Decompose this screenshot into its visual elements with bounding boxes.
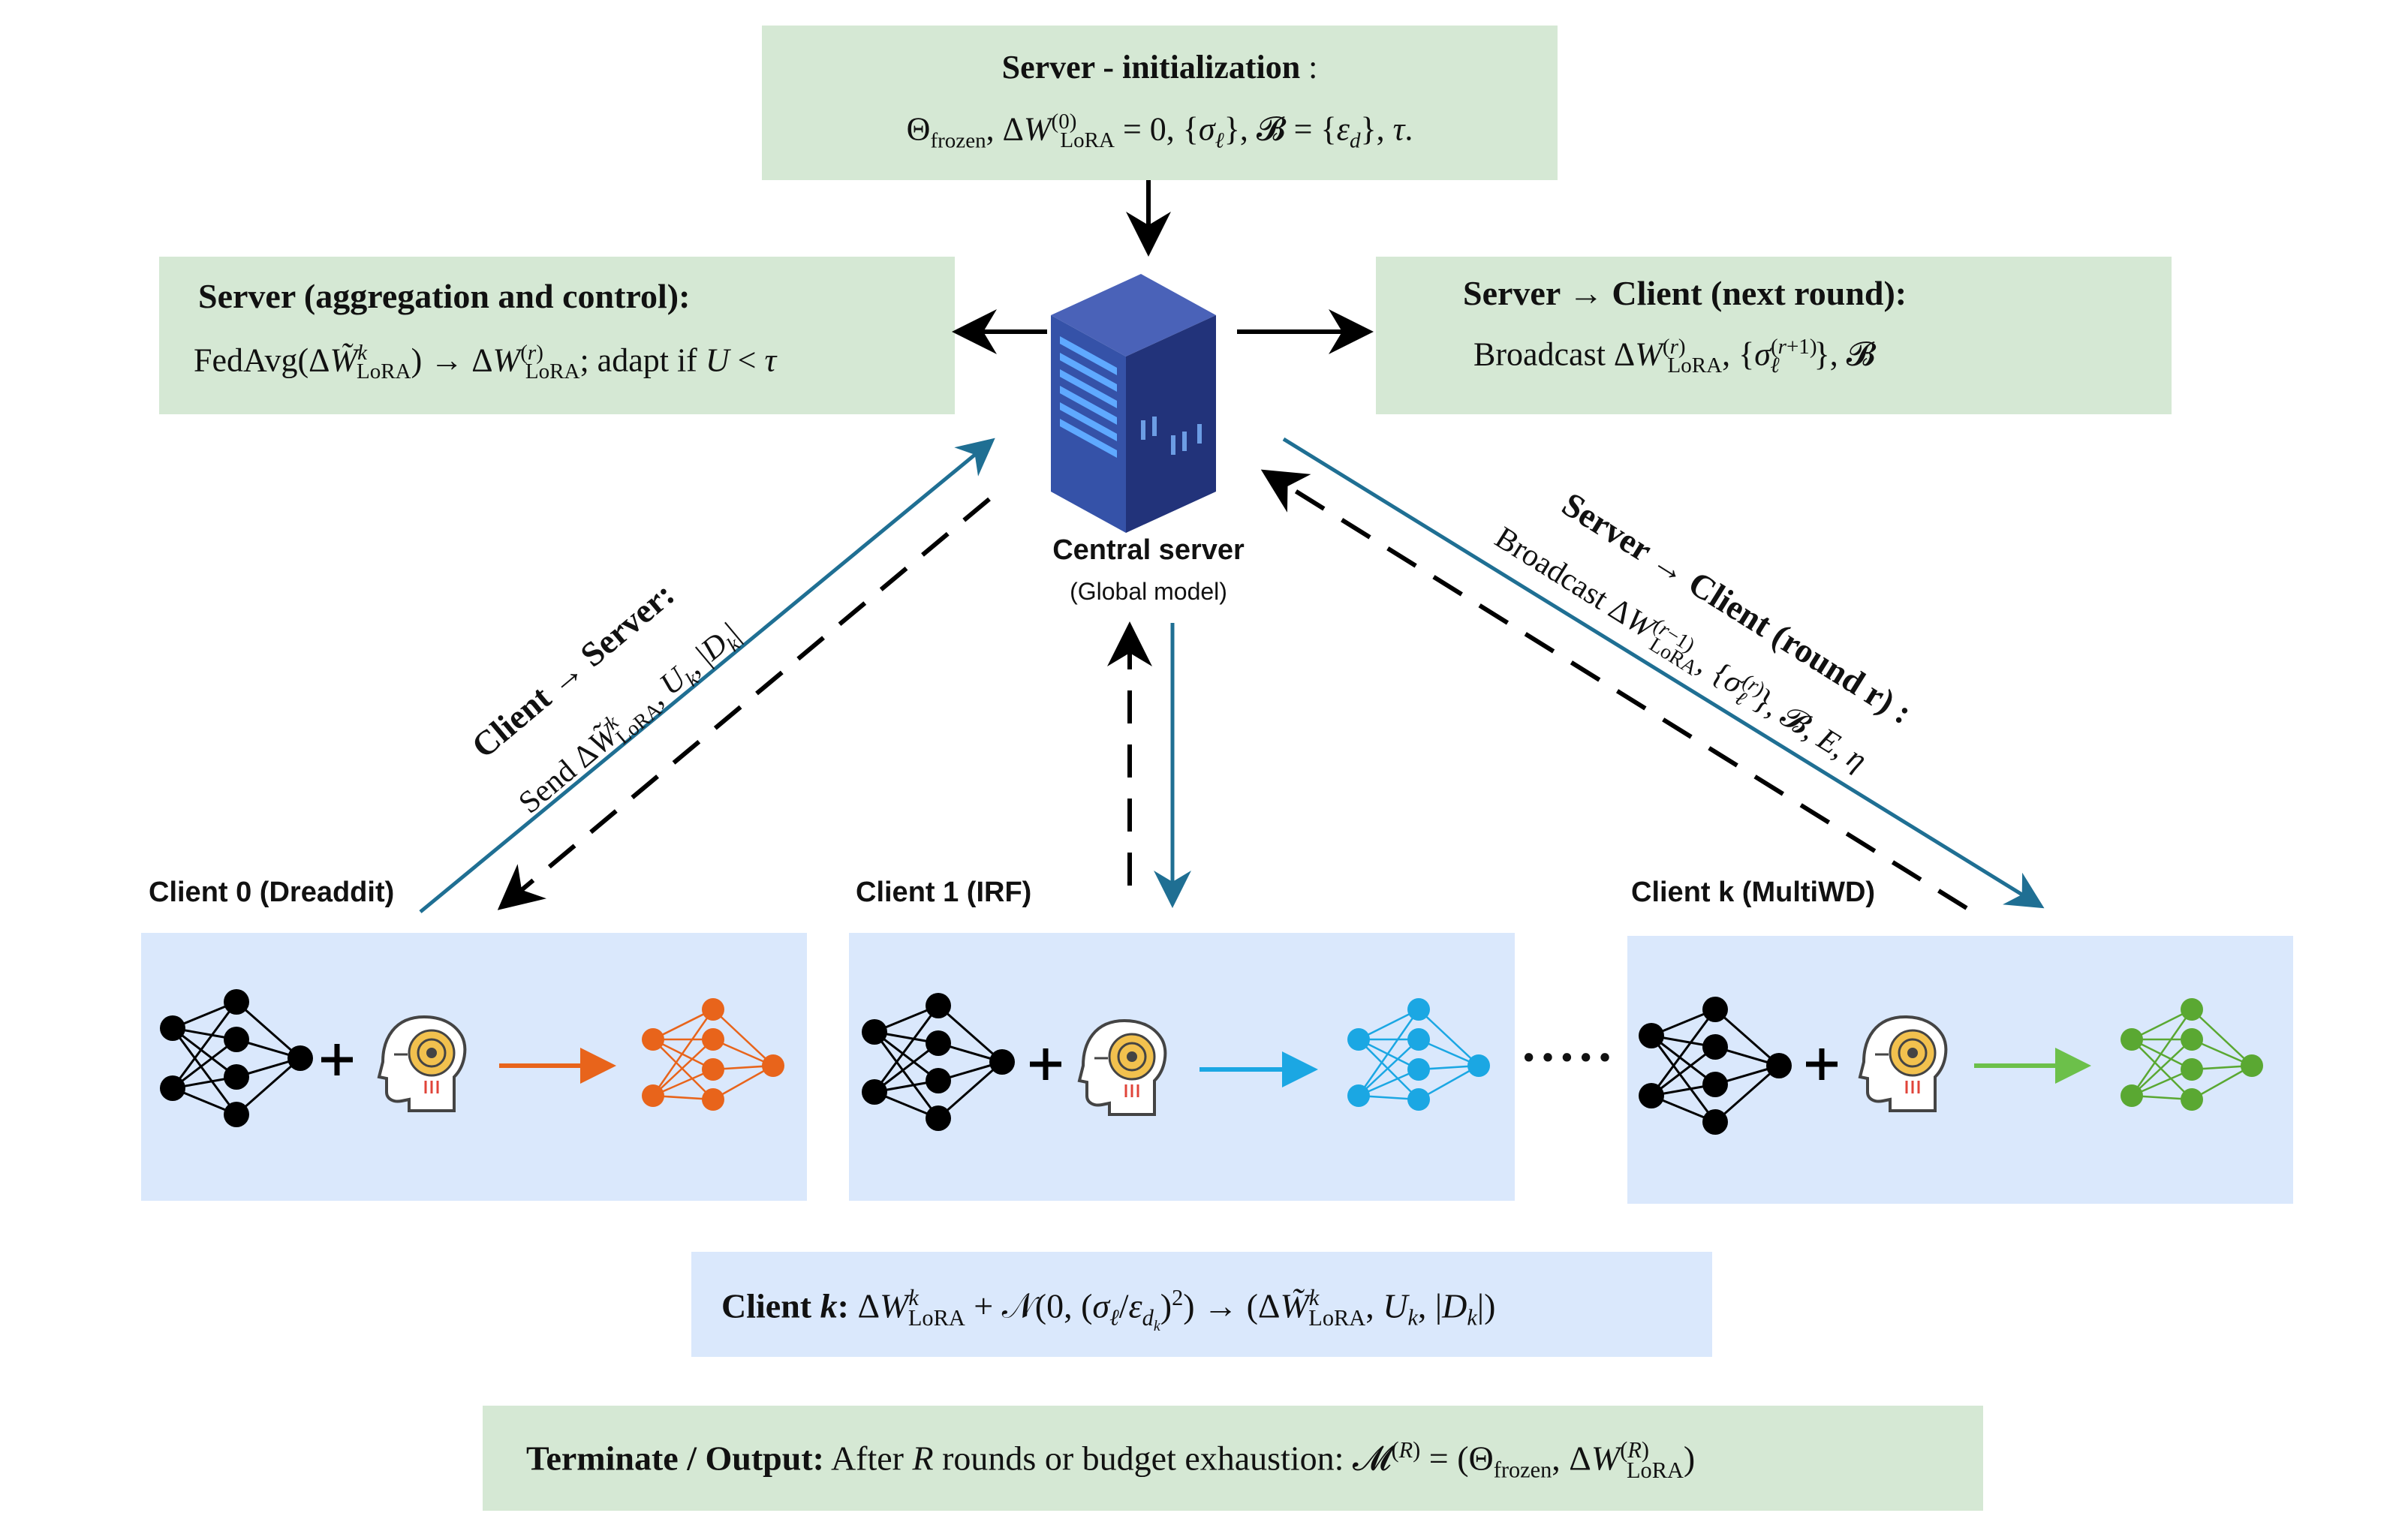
server-icon bbox=[1051, 274, 1216, 533]
client1-base-network bbox=[862, 993, 1015, 1131]
client1-result-network bbox=[1347, 998, 1490, 1111]
terminate-formula: Terminate / Output: After R rounds or bu… bbox=[526, 1437, 1696, 1483]
clientk-plus bbox=[1806, 1048, 1838, 1080]
aggregation-formula: FedAvg(ΔW̃kLoRA) → ΔW(r)LoRA; adapt if U… bbox=[194, 341, 777, 384]
next-round-box: Server → Client (next round): Broadcast … bbox=[1376, 257, 2172, 414]
client1-ai-head-icon bbox=[1077, 1018, 1167, 1116]
terminate-title: Terminate / Output: bbox=[526, 1439, 824, 1478]
init-formula: Θfrozen, ΔW(0)LoRA = 0, {σℓ}, 𝓑 = {εd}, … bbox=[906, 110, 1413, 153]
client0-base-network bbox=[160, 989, 313, 1127]
client0-label: Client 0 (Dreaddit) bbox=[149, 877, 395, 908]
init-box: Server - initialization : Θfrozen, ΔW(0)… bbox=[762, 26, 1558, 180]
clientk-base-network bbox=[1639, 997, 1792, 1135]
next-round-title: Server → Client (next round): bbox=[1463, 274, 1907, 312]
next-round-formula: Broadcast ΔW(r)LoRA, {σ(r+1)ℓ}, 𝓑 bbox=[1473, 335, 1876, 378]
arrow-server-to-clientk bbox=[1282, 437, 2045, 909]
client0-plus bbox=[321, 1044, 353, 1075]
clientk-label: Client k (MultiWD) bbox=[1631, 877, 1876, 908]
init-colon: : bbox=[1308, 49, 1318, 86]
aggregation-title: Server (aggregation and control): bbox=[198, 277, 691, 315]
arrow-client0-to-server bbox=[419, 438, 995, 913]
central-server-subtitle: (Global model) bbox=[1070, 578, 1227, 605]
terminate-box: Terminate / Output: After R rounds or bu… bbox=[483, 1406, 1983, 1511]
client0-result-network bbox=[642, 998, 784, 1111]
client1-plus bbox=[1030, 1048, 1061, 1080]
client0-ai-head-icon bbox=[377, 1015, 467, 1112]
arrow-clientk-to-server-dashed bbox=[1260, 469, 1968, 910]
client1-label: Client 1 (IRF) bbox=[856, 877, 1032, 908]
aggregation-box: Server (aggregation and control): FedAvg… bbox=[159, 257, 955, 414]
clientk-ai-head-icon bbox=[1858, 1015, 1948, 1112]
arrow-server-to-client0-dashed bbox=[497, 497, 991, 910]
init-title: Server - initialization bbox=[1001, 49, 1301, 86]
clientk-result-network bbox=[2121, 998, 2263, 1111]
client1-box bbox=[849, 933, 1515, 1201]
client0-box bbox=[141, 933, 807, 1201]
central-server-title: Central server bbox=[1052, 534, 1245, 566]
client-k-update-box: Client k: ΔWkLoRA + 𝒩(0, (σℓ/εdk)2) → (Δ… bbox=[691, 1252, 1712, 1357]
clients-ellipsis: ····· bbox=[1520, 1029, 1615, 1087]
client-k-update-formula: Client k: ΔWkLoRA + 𝒩(0, (σℓ/εdk)2) → (Δ… bbox=[721, 1285, 1496, 1334]
